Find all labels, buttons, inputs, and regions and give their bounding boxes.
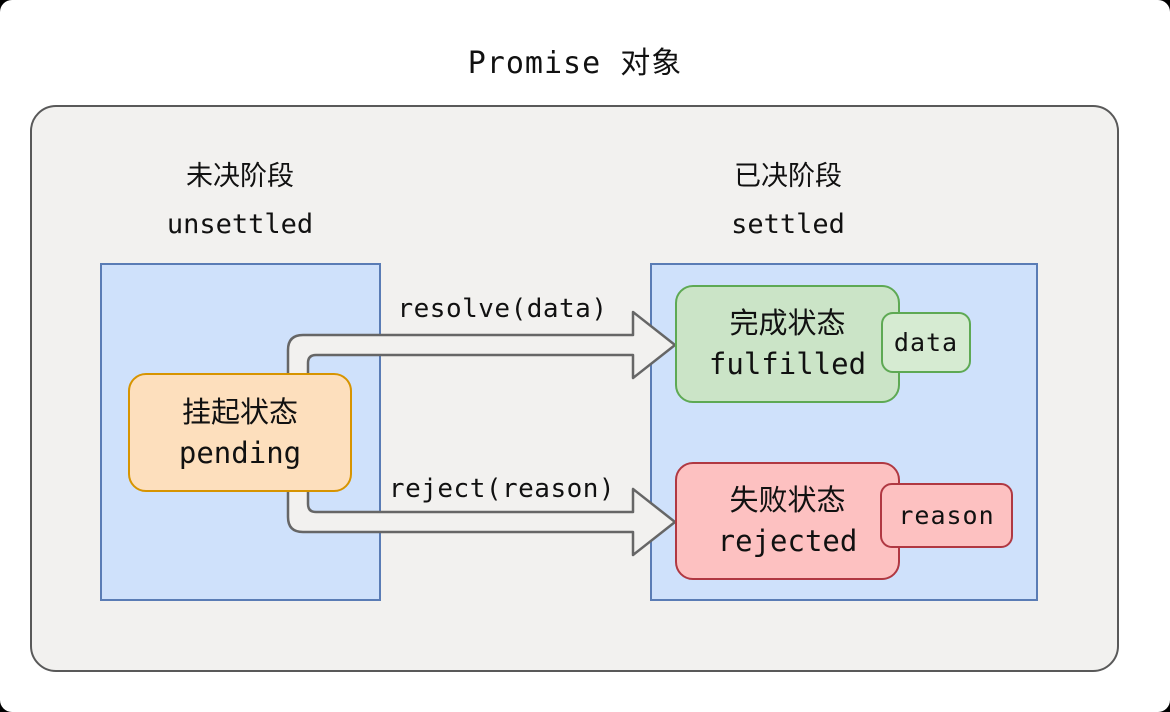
fulfilled-state-box: 完成状态 fulfilled [675, 285, 900, 403]
pending-state-box: 挂起状态 pending [128, 373, 352, 492]
diagram-title: Promise 对象 [467, 46, 683, 81]
pending-label-zh: 挂起状态 [181, 394, 298, 429]
reason-payload-tag: reason [880, 483, 1013, 548]
data-payload-tag: data [881, 312, 971, 373]
unsettled-label-zh: 未决阶段 [186, 161, 294, 192]
rejected-label-en: rejected [717, 524, 858, 558]
fulfilled-label-en: fulfilled [708, 347, 867, 381]
pending-label-en: pending [178, 435, 302, 470]
settled-label-zh: 已决阶段 [734, 161, 842, 192]
rejected-label-zh: 失败状态 [729, 483, 846, 517]
resolve-arrow-label: resolve(data) [397, 294, 608, 324]
rejected-state-box: 失败状态 rejected [675, 462, 900, 580]
reject-arrow-label: reject(reason) [388, 474, 616, 504]
phase-header-settled: 已决阶段 settled [663, 153, 913, 249]
settled-label-en: settled [731, 209, 845, 240]
phase-header-unsettled: 未决阶段 unsettled [100, 153, 380, 249]
fulfilled-label-zh: 完成状态 [729, 306, 846, 340]
unsettled-label-en: unsettled [166, 209, 314, 240]
